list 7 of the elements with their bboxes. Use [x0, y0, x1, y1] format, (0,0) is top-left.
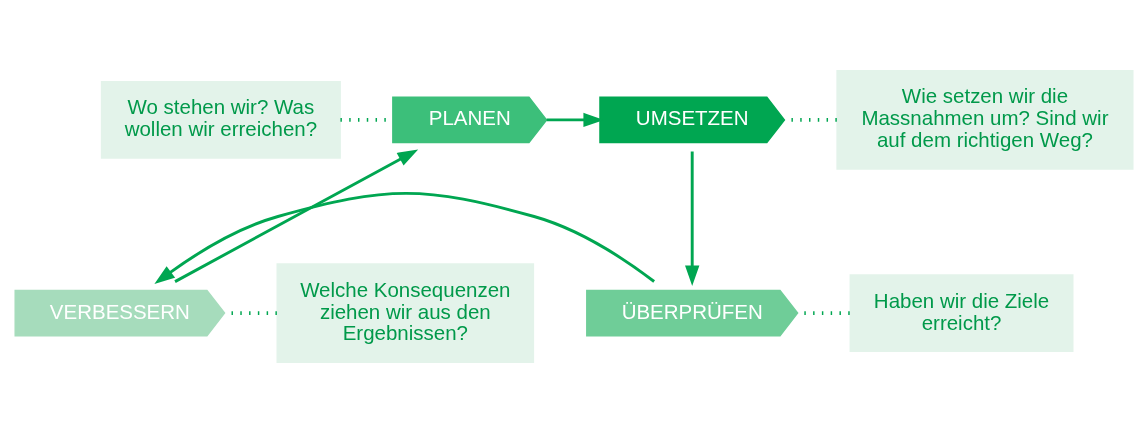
node-box: Wie setzen wir die Massnahmen um? Sind wir auf dem richtigen Weg? [836, 70, 1134, 170]
node-box: Welche Konsequenzen ziehen wir aus den Ergebnissen? [276, 263, 535, 363]
arrow [685, 151, 700, 287]
arrow [154, 191, 655, 285]
arrow [174, 149, 419, 283]
node-box: Haben wir die Ziele erreicht? [849, 274, 1074, 352]
node-box: Wo stehen wir? Was wollen wir erreichen? [100, 81, 341, 159]
